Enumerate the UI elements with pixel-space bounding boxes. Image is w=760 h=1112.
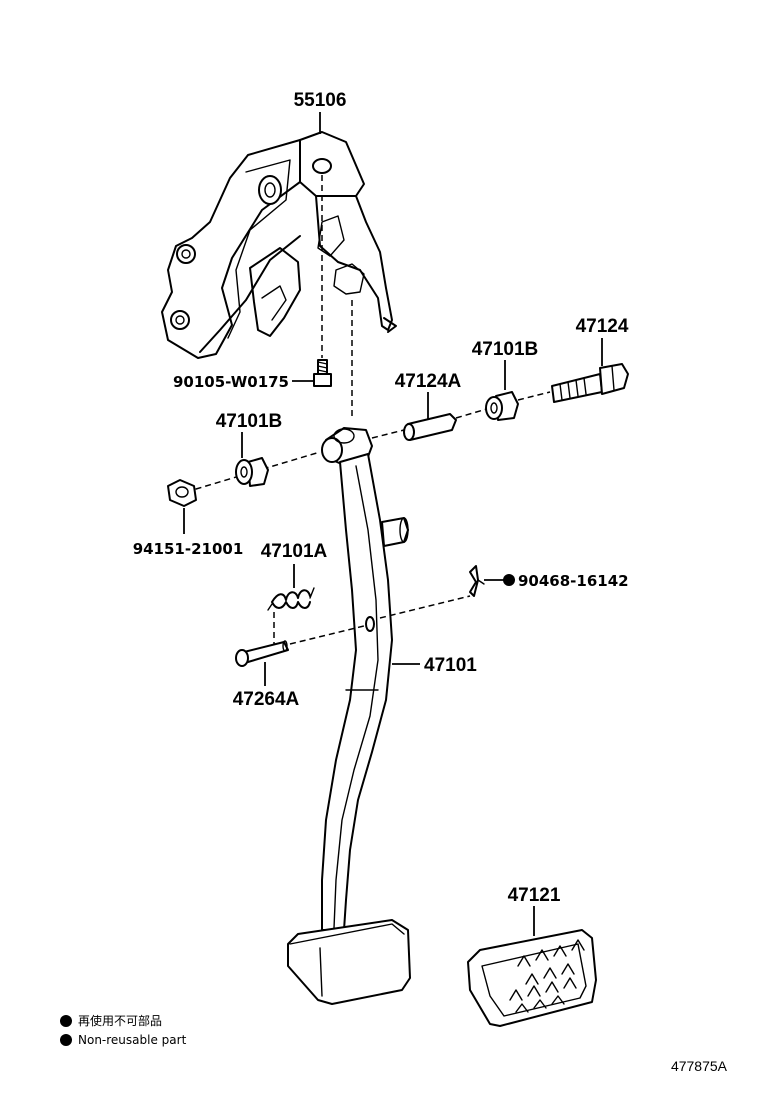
bolt-90105-W0175: [313, 359, 332, 387]
spring-47101A: [267, 587, 315, 611]
label-47264A: 47264A: [233, 689, 300, 710]
bushing-47101B-left: [235, 457, 269, 487]
label-47124: 47124: [576, 316, 629, 337]
label-47101A: 47101A: [261, 541, 328, 562]
legend-bullet-icon: [60, 1015, 72, 1027]
legend: 再使用不可部品 Non-reusable part: [60, 1013, 187, 1047]
label-90105-W0175: 90105-W0175: [173, 373, 289, 391]
bracket-55106: [161, 131, 397, 420]
label-94151-21001: 94151-21001: [133, 540, 244, 558]
pedal-pad-47121: [467, 929, 597, 1027]
nut-94151-21001: [167, 479, 197, 507]
label-47101: 47101: [424, 655, 477, 676]
bushing-47101B-right: [485, 391, 519, 421]
label-47124A: 47124A: [395, 371, 462, 392]
figure-number: 477875A: [671, 1058, 728, 1074]
clip-90468-16142: [469, 565, 485, 597]
non-reusable-marker: [503, 574, 515, 586]
label-55106: 55106: [294, 90, 347, 111]
label-90468-16142: 90468-16142: [518, 572, 629, 590]
label-47101B-right: 47101B: [472, 339, 539, 360]
bolt-47124: [551, 363, 629, 403]
legend-item-en: Non-reusable part: [78, 1033, 187, 1047]
pedal-pad-base: [287, 919, 411, 1005]
legend-item-ja: 再使用不可部品: [78, 1013, 162, 1028]
label-47121: 47121: [508, 885, 561, 906]
pin-47264A: [235, 640, 289, 667]
collar-47124A: [403, 413, 457, 441]
label-47101B-left: 47101B: [216, 411, 283, 432]
pedal-arm-47101: [321, 427, 409, 931]
legend-bullet-icon: [60, 1034, 72, 1046]
